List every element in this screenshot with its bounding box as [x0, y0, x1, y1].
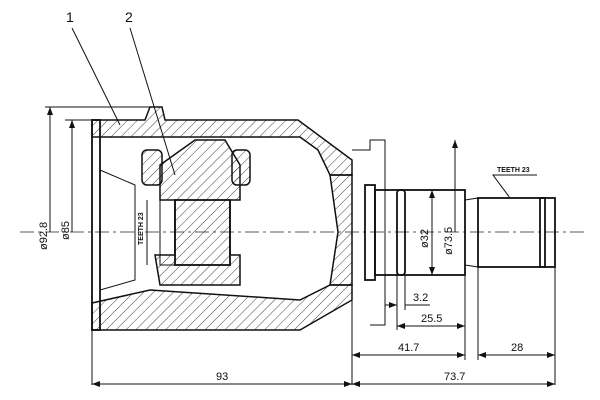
dim-housing-length: 93	[216, 371, 228, 383]
shaft-step	[464, 197, 479, 268]
dim-flange-diameter: ø73.5	[443, 227, 455, 255]
dim-shaft-diameter: ø32	[419, 229, 431, 248]
teeth-inner-label: TEETH 23	[138, 212, 145, 245]
circlip	[539, 197, 546, 268]
dust-flange	[352, 139, 386, 326]
inner-cone	[99, 169, 136, 291]
leader-2	[129, 27, 176, 176]
teeth-outer-leader	[492, 174, 537, 199]
dim-shaft-length: 25.5	[421, 313, 442, 325]
housing-rim	[91, 119, 101, 331]
dim-stub-length: 73.7	[444, 371, 465, 383]
spline-shaft	[477, 197, 556, 268]
roller-left	[141, 149, 163, 186]
tripod-spider	[154, 139, 241, 286]
dim-groove-width: 3.2	[413, 292, 428, 304]
part-label-1: 1	[66, 9, 74, 25]
dim-spline-length: 28	[511, 342, 523, 354]
shaft-groove-ring	[396, 189, 406, 276]
part-label-2: 2	[125, 9, 133, 25]
dim-inner-diameter: ø85	[60, 221, 72, 240]
housing-lower-wall	[91, 284, 353, 331]
housing-neck	[329, 174, 353, 286]
dim-outer-diameter: ø92.8	[38, 222, 50, 250]
roller-right	[231, 149, 251, 186]
bore-step	[159, 199, 176, 266]
shaft-collar	[364, 184, 376, 281]
teeth-outer-label: TEETH 23	[497, 167, 530, 174]
dim-neck-length: 41.7	[398, 342, 419, 354]
shaft-body	[374, 189, 466, 276]
leader-1	[71, 27, 121, 126]
